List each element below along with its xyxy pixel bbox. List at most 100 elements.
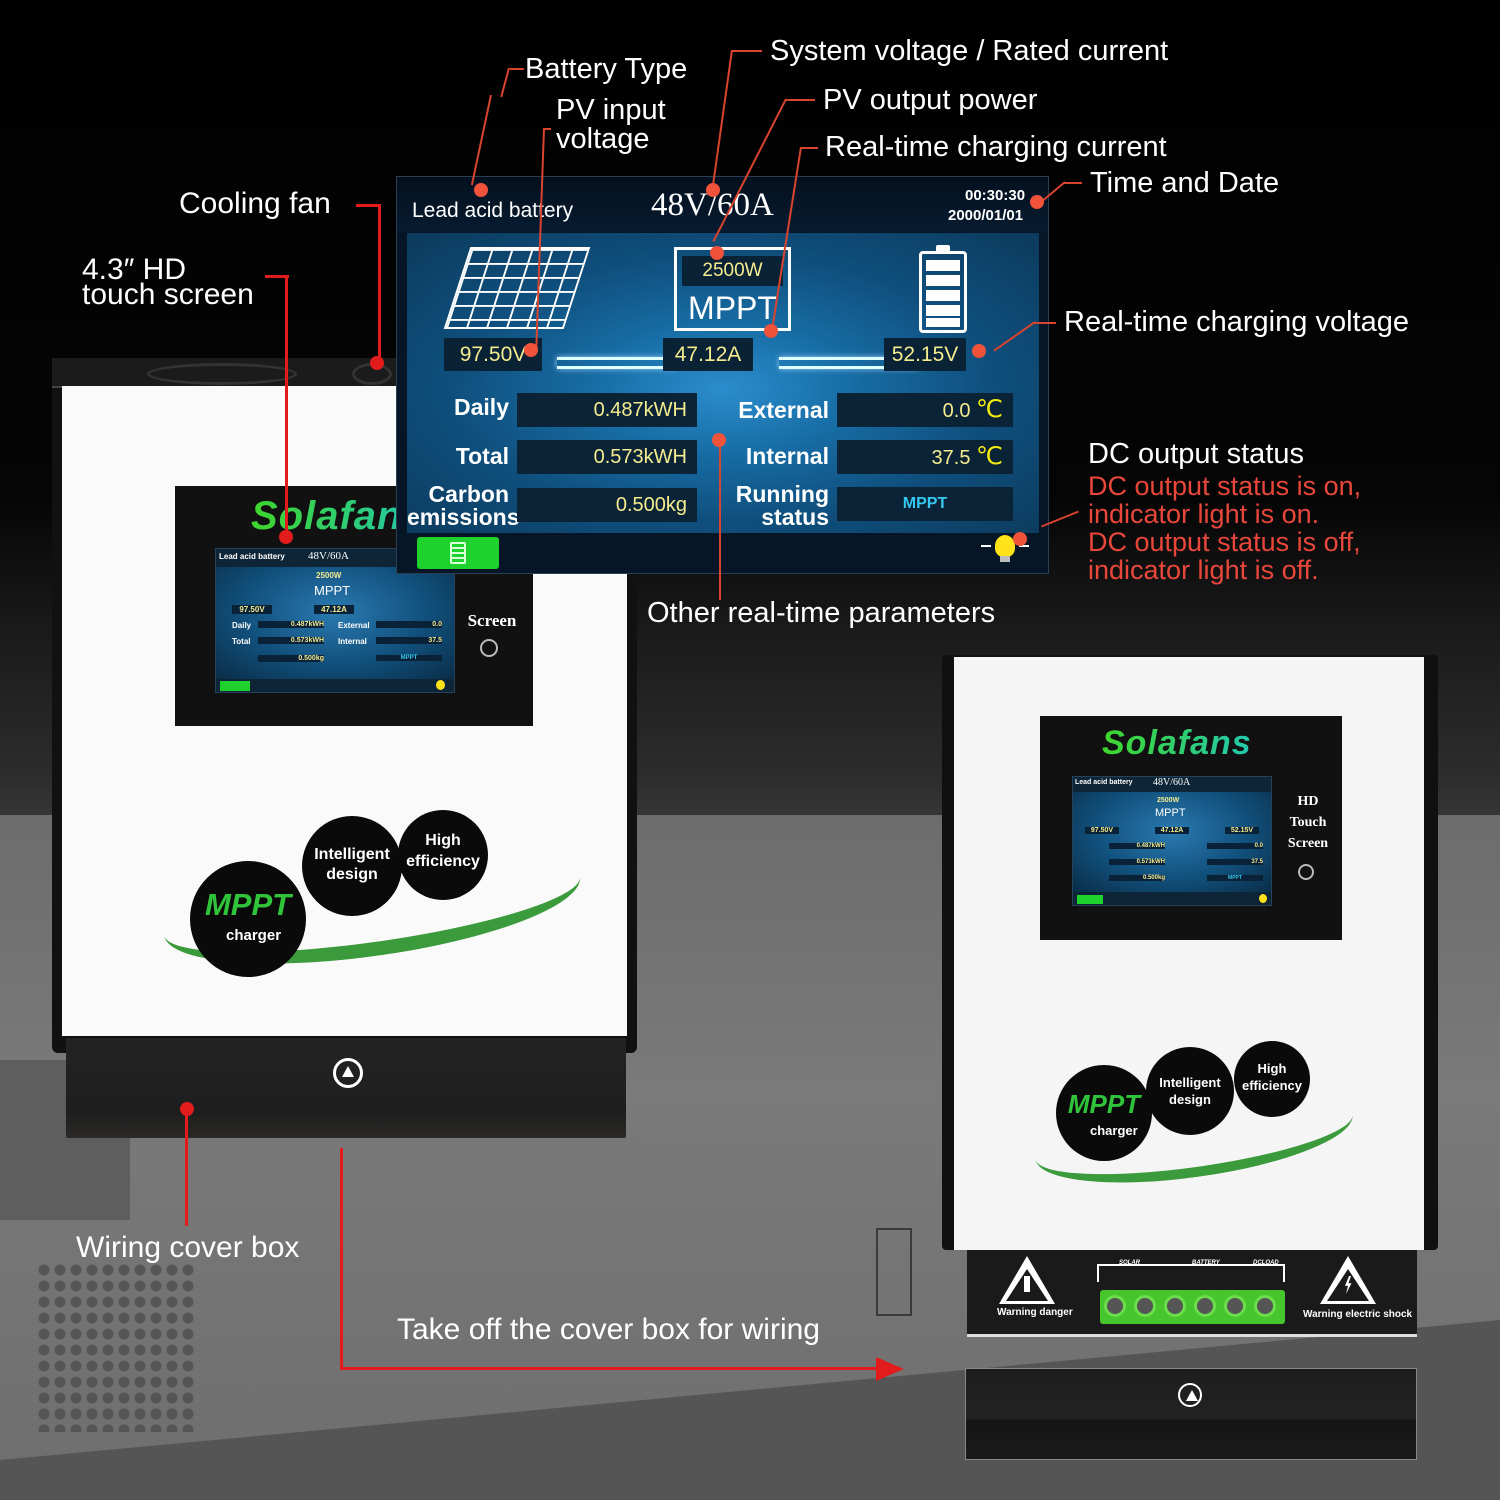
device-front-panel: Solafans Lead acid battery 48V/60A 2500W… — [954, 657, 1424, 1250]
wiring-cover-box[interactable] — [66, 1038, 626, 1138]
terminal-screw[interactable] — [1254, 1295, 1276, 1317]
total-value: 0.573kWH — [517, 440, 697, 474]
daily-label: Daily — [454, 394, 509, 420]
high-efficiency-badge: High efficiency — [398, 810, 488, 900]
terminal-screw[interactable] — [1104, 1295, 1126, 1317]
other-params-marker — [712, 433, 726, 447]
terminal-bracket — [1097, 1264, 1285, 1282]
cover-box-marker — [180, 1102, 194, 1116]
intelligent-design-badge: Intelligent design — [302, 816, 402, 916]
touch-hand-icon — [1298, 864, 1314, 880]
annotation-pv-output-power: PV output power — [823, 84, 1038, 116]
terminal-screw[interactable] — [1164, 1295, 1186, 1317]
touch-caption: Touch — [1289, 815, 1327, 830]
mini-daily-value: 0.487kWH — [1109, 843, 1165, 849]
right-charger-device: Solafans Lead acid battery 48V/60A 2500W… — [942, 655, 1438, 1250]
battery-type-text: Lead acid battery — [412, 199, 574, 222]
mini-bulb-icon — [436, 680, 445, 690]
annotation-dc-off-2: indicator light is off. — [1088, 555, 1319, 585]
mini-battery-type: Lead acid battery — [1075, 779, 1133, 786]
external-temp-label: External — [738, 397, 829, 423]
screw-lock-icon — [1178, 1383, 1202, 1407]
mini-lcd: Lead acid battery 48V/60A 2500W MPPT 97.… — [1072, 776, 1272, 906]
annotation-dc-on-1: DC output status is on, — [1088, 471, 1362, 501]
mppt-charger-badge: MPPT charger — [190, 861, 306, 977]
mini-menu-button[interactable] — [1077, 895, 1103, 904]
lcd-header: Lead acid battery 48V/60A 00:30:30 2000/… — [397, 177, 1048, 232]
mini-running-status: MPPT — [1207, 875, 1263, 881]
menu-list-icon — [450, 542, 466, 564]
terminal-screw[interactable] — [1194, 1295, 1216, 1317]
mini-charging-current: 47.12A — [314, 605, 354, 614]
terminal-block[interactable] — [1100, 1290, 1285, 1324]
mini-external-label: External — [338, 621, 370, 630]
charging-current: 47.12A — [663, 338, 753, 371]
device-touch-screen[interactable]: Solafans Lead acid battery 48V/60A 2500W… — [1040, 716, 1342, 940]
mini-mppt: MPPT — [1155, 807, 1186, 819]
mini-menu-button[interactable] — [220, 681, 250, 691]
mini-system-rating: 48V/60A — [1153, 777, 1191, 788]
mini-carbon-value: 0.500kg — [258, 655, 324, 662]
annotation-dc-status: DC output status — [1088, 438, 1304, 470]
badge-intelligent-text: Intelligent — [1159, 1075, 1221, 1090]
charging-current-marker — [764, 324, 778, 338]
lcd-main-area: 2500W MPPT 97.50V 47.12A 52.15V Daily 0.… — [407, 233, 1039, 533]
screw-lock-icon — [333, 1058, 363, 1088]
pv-power-marker — [710, 246, 724, 260]
carbon-value: 0.500kg — [517, 488, 697, 522]
badge-efficiency-text: efficiency — [406, 853, 480, 870]
flow-line — [557, 357, 677, 369]
mini-total-label: Total — [232, 637, 251, 646]
mini-bulb-icon — [1259, 894, 1267, 903]
mini-total-value: 0.573kWH — [1109, 859, 1165, 865]
brand-logo: Solafans — [251, 494, 426, 538]
annotation-wiring-cover: Wiring cover box — [76, 1231, 300, 1264]
mini-charging-current: 47.12A — [1155, 827, 1189, 834]
mppt-charger-badge: MPPT charger — [1056, 1065, 1152, 1161]
mini-external-value: 0.0 — [1207, 843, 1263, 849]
time-text: 00:30:30 — [965, 187, 1026, 204]
brand-logo: Solafans — [1102, 724, 1252, 762]
terminal-screw[interactable] — [1134, 1295, 1156, 1317]
badge-charger-text: charger — [226, 927, 282, 944]
annotation-system-voltage: System voltage / Rated current — [770, 35, 1169, 67]
mini-pv-voltage: 97.50V — [1085, 827, 1119, 834]
mini-battery-type: Lead acid battery — [219, 552, 285, 561]
bulb-ray — [981, 545, 991, 547]
mini-pv-power: 2500W — [316, 571, 342, 580]
annotation-battery-type: Battery Type — [525, 53, 688, 85]
annotation-dc-on-2: indicator light is on. — [1088, 499, 1320, 529]
battery-type-marker — [474, 183, 488, 197]
internal-temp-label: Internal — [745, 443, 829, 469]
mppt-label: MPPT — [688, 290, 777, 326]
total-label: Total — [455, 443, 509, 469]
badge-high-text: High — [1257, 1061, 1287, 1076]
speaker-dots-decoration — [36, 1262, 196, 1432]
dc-status-marker — [1013, 532, 1027, 546]
high-efficiency-badge: High efficiency — [1234, 1041, 1310, 1117]
mini-daily-label: Daily — [232, 621, 252, 630]
mini-carbon-value: 0.500kg — [1109, 875, 1165, 881]
badge-high-text: High — [425, 832, 461, 849]
detached-wiring-cover[interactable] — [965, 1368, 1417, 1460]
bulb-ray — [1019, 545, 1029, 547]
touch-screen-marker — [279, 530, 293, 544]
screen-caption: Screen — [1287, 836, 1329, 851]
mppt-controller-box: 2500W MPPT — [674, 247, 791, 331]
mini-lcd: Lead acid battery 48V/60A 2500W MPPT 97.… — [215, 548, 455, 693]
arrow-right-icon — [876, 1357, 904, 1381]
intelligent-design-badge: Intelligent design — [1146, 1047, 1234, 1135]
mini-internal-value: 37.5 — [376, 637, 442, 644]
annotation-charging-voltage: Real-time charging voltage — [1064, 306, 1409, 338]
annotation-take-off-cover: Take off the cover box for wiring — [397, 1313, 820, 1346]
badge-efficiency-text: efficiency — [1242, 1078, 1302, 1093]
touch-screen-caption: Screen — [467, 611, 517, 630]
mini-total-value: 0.573kWH — [258, 637, 324, 644]
electric-shock-icon — [1320, 1256, 1376, 1304]
menu-button[interactable] — [417, 537, 499, 569]
badge-mppt-text: MPPT — [1067, 1089, 1141, 1119]
mini-external-value: 0.0 — [376, 621, 442, 628]
terminal-screw[interactable] — [1224, 1295, 1246, 1317]
